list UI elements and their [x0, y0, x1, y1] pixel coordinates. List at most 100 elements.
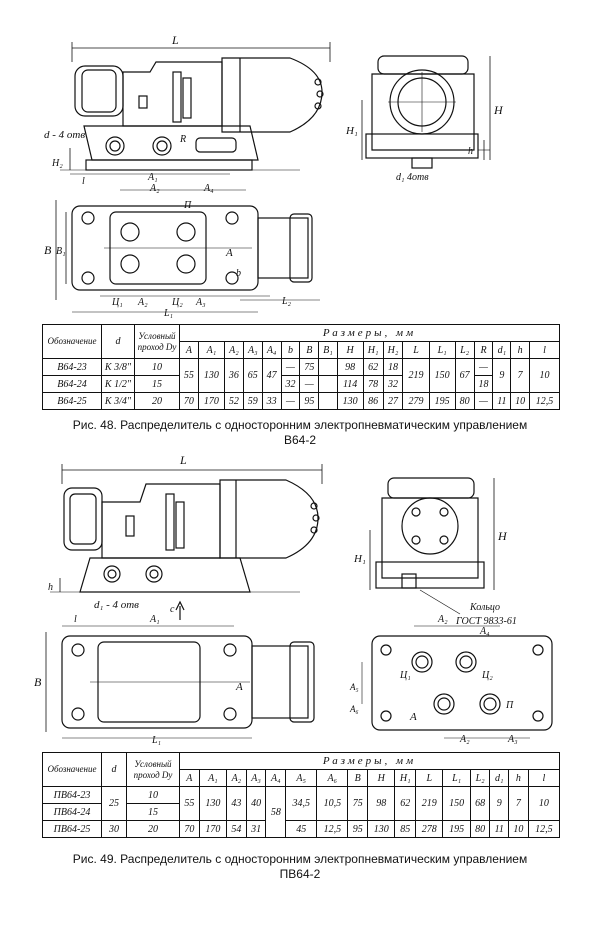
- t2-m-L1: 150: [442, 786, 471, 821]
- t1-r0-H: 98: [336, 358, 364, 376]
- t1-col: L₂: [454, 341, 475, 359]
- table-row: ПВ64-23 25 10 55 130 43 40 58 34,5 10,5 …: [42, 786, 561, 838]
- t1-col: d₁: [492, 341, 512, 359]
- fig49-label-A2: A₂: [437, 614, 448, 625]
- t1-col: A₃: [242, 341, 263, 359]
- fig49-label-A6: A₆: [349, 704, 359, 714]
- t2-r2-A: 70: [179, 820, 200, 838]
- t2-m-A5: 34,5: [285, 786, 318, 821]
- t1-r0-name: В64-23: [42, 358, 102, 376]
- fig48-label-A3: A₃: [195, 297, 206, 308]
- fig48-label-P: П: [183, 200, 192, 211]
- fig48-drawing: L d - 4 отв R H₂ H H₁ h: [44, 33, 504, 318]
- t2-r2-d: 30: [101, 820, 127, 838]
- table-row: В64-25 K 3/4" 20 70 170 52 59 33 — 95 13…: [42, 392, 560, 410]
- t1-r0-d: K 3/8": [101, 358, 135, 376]
- t2-r0-name: ПВ64-23: [42, 786, 102, 804]
- t2-col: B: [347, 769, 369, 787]
- t1-r2-A3: 59: [242, 392, 263, 410]
- t2-m-A3: 40: [245, 786, 267, 821]
- fig49-label-B: B: [34, 675, 42, 689]
- t1-r2-B: 95: [299, 392, 320, 410]
- fig48-label-A4: A₄: [203, 183, 214, 194]
- t1-col: L₁: [428, 341, 456, 359]
- table-row: В64-23 K 3/8" 10 55 130 36 65 47 — 75 98…: [42, 358, 560, 393]
- fig48-label-A: A: [225, 247, 233, 259]
- t2-m-L2: 68: [469, 786, 491, 821]
- fig49-front-view: L h d₁ - 4 отв: [48, 453, 323, 611]
- fig48-label-L2: L₂: [281, 296, 292, 307]
- t2-m-h: 7: [508, 786, 529, 821]
- t2-col: A₂: [226, 769, 247, 787]
- fig48-caption-line1: Рис. 48. Распределитель с односторонним …: [72, 418, 528, 432]
- t2-m-H1: 62: [394, 786, 417, 821]
- t2-m-d1: 9: [489, 786, 510, 821]
- t2-m-A1: 130: [198, 786, 228, 821]
- fig48-label-b: b: [236, 268, 241, 279]
- t1-col: H: [336, 341, 364, 359]
- t2-col: H: [367, 769, 396, 787]
- t1-r2-L: 279: [402, 392, 430, 410]
- t2-h-cond: Условный проход Dy: [126, 752, 180, 787]
- fig48-front-view: L d - 4 отв R H₂: [44, 33, 331, 171]
- fig48-label-d1-holes: d₁ 4отв: [396, 172, 429, 183]
- t2-r2-H1: 85: [394, 820, 417, 838]
- fig48-label-d-holes: d - 4 отв: [44, 129, 85, 141]
- t1-col: A₂: [223, 341, 244, 359]
- t2-m-A2: 43: [226, 786, 247, 821]
- fig49-label-A-port: A: [409, 711, 417, 723]
- fig49-caption: Рис. 49. Распределитель с односторонним …: [0, 852, 600, 882]
- t1-r2-L2: 80: [454, 392, 475, 410]
- fig48-label-h: h: [468, 146, 473, 157]
- t2-r2-L1: 195: [442, 820, 471, 838]
- t1-r2-name: В64-25: [42, 392, 102, 410]
- t1-r1-H: 114: [336, 375, 364, 393]
- fig48-label-B1: B₁: [56, 246, 66, 257]
- fig48-label-A2b: A₂: [137, 297, 148, 308]
- fig48-label-B: B: [44, 243, 52, 257]
- t1-r2-l: 12,5: [529, 392, 560, 410]
- fig49-label-d1-holes: d₁ - 4 отв: [94, 599, 139, 611]
- fig49-label-A1: A₁: [149, 614, 160, 625]
- t1-m-L: 219: [402, 358, 430, 393]
- t1-m-A2: 36: [223, 358, 244, 393]
- t1-col: A₄: [261, 341, 282, 359]
- fig49-label-A2b: A₂: [459, 734, 470, 745]
- t1-r2-L1: 195: [428, 392, 456, 410]
- t2-r1-dy: 15: [126, 803, 180, 821]
- t1-m-A4: 47: [261, 358, 282, 393]
- t1-col: R: [473, 341, 494, 359]
- fig49-label-L1: L₁: [151, 735, 161, 746]
- t1-r1-B: —: [299, 375, 320, 393]
- fig48-label-H: H: [493, 103, 504, 117]
- t1-r2-H2: 27: [382, 392, 404, 410]
- t1-r0-dy: 10: [134, 358, 180, 376]
- fig49-caption-line2: ПВ64-2: [279, 867, 321, 881]
- t2-r2-d1: 11: [489, 820, 510, 838]
- t1-r2-dy: 20: [134, 392, 180, 410]
- t1-h-name: Обозначение: [42, 324, 102, 359]
- t1-col: B: [299, 341, 320, 359]
- t1-r1-b: 32: [280, 375, 301, 393]
- t2-r2-name: ПВ64-25: [42, 820, 102, 838]
- t2-col: H₁: [394, 769, 417, 787]
- t1-r2-A1: 170: [197, 392, 225, 410]
- t2-col: h: [508, 769, 529, 787]
- t1-r2-R: —: [473, 392, 494, 410]
- t1-col: L: [402, 341, 430, 359]
- fig48-label-U1: Ц₁: [111, 297, 123, 308]
- t1-r2-b: —: [280, 392, 301, 410]
- t2-col: l: [527, 769, 561, 787]
- t1-r2-H: 130: [336, 392, 364, 410]
- t1-m-A3: 65: [242, 358, 263, 393]
- fig49-side-view: H H₁ Кольцо ГОСТ 9833-61: [353, 477, 517, 627]
- t2-m-A4: 58: [265, 786, 287, 838]
- fig48-label-l: l: [82, 176, 85, 187]
- t2-col: A₁: [198, 769, 228, 787]
- fig48-caption-line2: В64-2: [283, 433, 317, 447]
- t1-r1-name: В64-24: [42, 375, 102, 393]
- t2-m-H: 98: [367, 786, 396, 821]
- t1-m-l: 10: [529, 358, 560, 393]
- t1-m-b: —: [280, 358, 301, 376]
